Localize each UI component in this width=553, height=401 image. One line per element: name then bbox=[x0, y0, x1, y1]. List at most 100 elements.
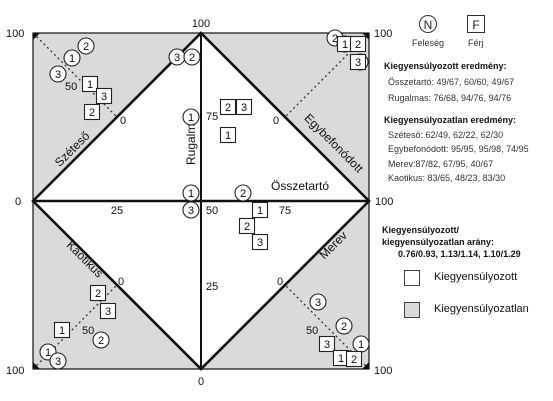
marker-label: 2 bbox=[89, 107, 95, 119]
wife-marker: 1 bbox=[182, 184, 200, 202]
label-top-left-100: 100 bbox=[6, 28, 24, 40]
marker-square bbox=[81, 75, 99, 93]
label-right-100: 100 bbox=[375, 196, 393, 208]
label-bottom-0: 0 bbox=[198, 376, 204, 388]
wife-marker: 2 bbox=[92, 331, 110, 349]
marker-circle bbox=[182, 108, 200, 126]
marker-label: 3 bbox=[257, 237, 263, 249]
corner-mark-top-left bbox=[33, 33, 40, 40]
marker-square bbox=[349, 53, 367, 71]
legend-wife-symbol: N bbox=[419, 15, 437, 33]
tick-v-75: 75 bbox=[206, 111, 218, 123]
marker-circle bbox=[92, 331, 110, 349]
marker-label: 2 bbox=[240, 188, 246, 200]
tick-h-75: 75 bbox=[279, 205, 291, 217]
balanced-line: Rugalmas: 76/68, 94/76, 94/76 bbox=[388, 93, 512, 103]
marker-label: 3 bbox=[315, 297, 321, 309]
husband-marker: 3 bbox=[95, 87, 113, 105]
corner-mark-bottom-right bbox=[362, 362, 369, 369]
unbalanced-line: Szétesö: 62/49, 62/22, 62/30 bbox=[388, 130, 504, 140]
marker-square bbox=[235, 98, 253, 116]
diag-tick-br-0: 0 bbox=[277, 276, 283, 288]
wife-marker: 2 bbox=[183, 48, 201, 66]
circumplex-diagram: 100 100 0 0 100 100 100 100 25 50 75 75 … bbox=[6, 18, 393, 388]
marker-label: 2 bbox=[98, 335, 104, 347]
marker-label: 1 bbox=[45, 347, 51, 359]
swatch-balanced bbox=[404, 270, 420, 286]
marker-label: 2 bbox=[355, 39, 361, 51]
legend-husband-caption: Férj bbox=[468, 38, 484, 48]
husband-marker: 3 bbox=[349, 53, 367, 71]
marker-label: 3 bbox=[174, 52, 180, 64]
marker-circle bbox=[49, 65, 67, 83]
diag-tick-bl-0: 0 bbox=[118, 276, 124, 288]
unbalanced-heading: Kiegyensúlyozatlan eredmény: bbox=[384, 115, 517, 125]
marker-square bbox=[99, 302, 117, 320]
unbalanced-line: Merev:87/82, 67/95, 40/67 bbox=[388, 159, 494, 169]
husband-marker: 2 bbox=[345, 350, 363, 368]
wife-marker: 2 bbox=[234, 184, 252, 202]
husband-marker: 2 bbox=[89, 284, 107, 302]
marker-square bbox=[219, 126, 237, 144]
husband-marker: 1 bbox=[219, 126, 237, 144]
marker-label: 2 bbox=[225, 102, 231, 114]
marker-label: 2 bbox=[189, 52, 195, 64]
label-bottom-left-100: 100 bbox=[6, 365, 24, 377]
marker-label: 3 bbox=[355, 57, 361, 69]
marker-label: 3 bbox=[324, 339, 330, 351]
label-top-100: 100 bbox=[192, 18, 210, 30]
marker-circle bbox=[309, 293, 327, 311]
marker-circle bbox=[49, 352, 67, 370]
marker-label: 3 bbox=[55, 356, 61, 368]
marker-circle bbox=[234, 184, 252, 202]
marker-label: 1 bbox=[69, 53, 75, 65]
marker-circle bbox=[335, 317, 353, 335]
marker-label: 3 bbox=[55, 69, 61, 81]
marker-label: 1 bbox=[257, 205, 263, 217]
husband-marker: 3 bbox=[318, 335, 336, 353]
marker-circle bbox=[182, 184, 200, 202]
husband-marker: 2 bbox=[219, 98, 237, 116]
diag-tick-bl-50: 50 bbox=[82, 325, 94, 337]
marker-square bbox=[53, 321, 71, 339]
marker-label: 2 bbox=[95, 288, 101, 300]
swatch-balanced-label: Kiegyensúlyozott bbox=[434, 271, 518, 283]
husband-marker: 1 bbox=[53, 321, 71, 339]
marker-square bbox=[95, 87, 113, 105]
wife-marker: 1 bbox=[182, 108, 200, 126]
diag-tick-br-50: 50 bbox=[306, 325, 318, 337]
marker-label: 1 bbox=[338, 353, 344, 365]
wife-marker: 1 bbox=[63, 49, 81, 67]
wife-marker: 2 bbox=[335, 317, 353, 335]
marker-label: 2 bbox=[83, 41, 89, 53]
marker-square bbox=[238, 217, 256, 235]
wife-marker: 1 bbox=[352, 335, 370, 353]
ratio-values: 0.76/0.93, 1.13/1.14, 1.10/1.29 bbox=[398, 249, 521, 259]
marker-square bbox=[219, 98, 237, 116]
wife-marker: 3 bbox=[49, 352, 67, 370]
marker-circle bbox=[183, 48, 201, 66]
marker-square bbox=[318, 335, 336, 353]
marker-label: 3 bbox=[188, 205, 194, 217]
marker-square bbox=[345, 350, 363, 368]
marker-circle bbox=[182, 201, 200, 219]
marker-label: 3 bbox=[241, 102, 247, 114]
ratio-heading-line-1: Kiegyensúlyozott/ bbox=[382, 225, 460, 235]
legend-wife-caption: Feleség bbox=[412, 38, 445, 48]
unbalanced-line: Egybefonódott: 95/95, 95/98, 74/95 bbox=[388, 144, 529, 154]
unbalanced-line: Kaotikus: 83/65, 48/23, 83/30 bbox=[388, 173, 506, 183]
husband-marker: 1 bbox=[81, 75, 99, 93]
husband-marker: 2 bbox=[349, 35, 367, 53]
wife-marker: 3 bbox=[182, 201, 200, 219]
region-label-osszetarto: Összetartó bbox=[271, 179, 329, 193]
wife-marker: 3 bbox=[168, 48, 186, 66]
marker-layer: 213132322131231231132123231213321312 bbox=[39, 29, 370, 370]
marker-label: 2 bbox=[332, 33, 338, 45]
legend-panel: N Feleség F Férj Kiegyensúlyozott eredmé… bbox=[378, 0, 553, 401]
marker-label: 2 bbox=[244, 221, 250, 233]
balanced-heading: Kiegyensúlyozott eredmény: bbox=[384, 61, 507, 71]
ratio-heading-line-2: kiegyensúlyozatlan arány: bbox=[382, 237, 495, 247]
label-left-0: 0 bbox=[15, 196, 21, 208]
marker-label: 1 bbox=[225, 130, 231, 142]
label-bottom-right-100: 100 bbox=[374, 365, 392, 377]
